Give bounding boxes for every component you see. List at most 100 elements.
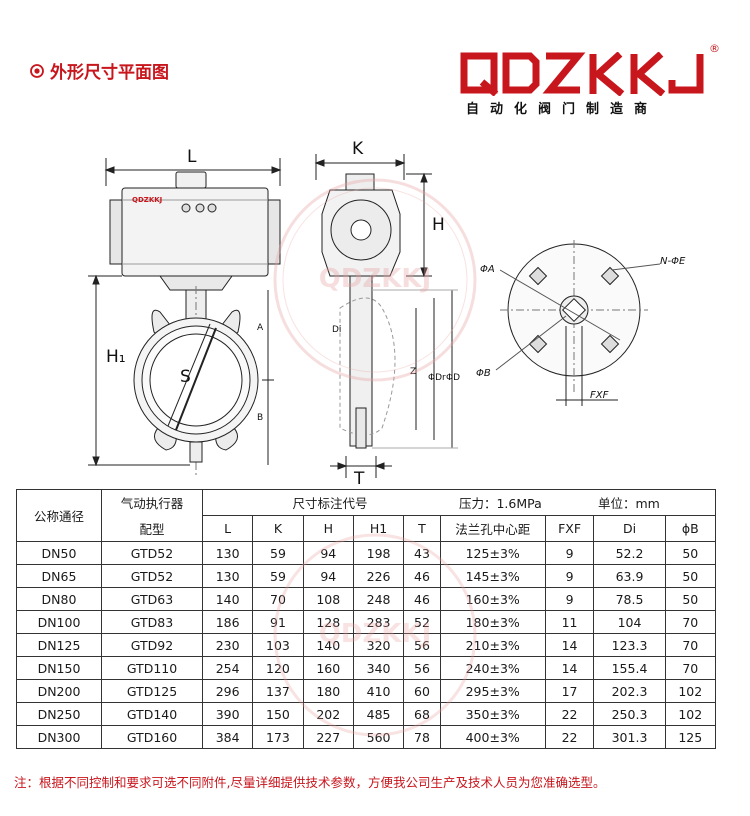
table-cell: 248 — [352, 587, 405, 611]
table-cell: 155.4 — [593, 656, 666, 680]
table-cell: DN150 — [16, 656, 102, 680]
table-cell: GTD160 — [101, 725, 203, 749]
table-cell: 350±3% — [439, 702, 546, 726]
table-cell: 340 — [352, 656, 405, 680]
table-cell: 14 — [544, 656, 595, 680]
label-B: B — [257, 413, 263, 423]
column-header: FXF — [544, 515, 595, 542]
table-cell: 50 — [664, 541, 717, 565]
table-cell: GTD52 — [101, 564, 203, 588]
label-K: K — [352, 139, 364, 159]
table-cell: GTD63 — [101, 587, 203, 611]
table-cell: 56 — [403, 633, 441, 657]
table-cell: 240±3% — [439, 656, 546, 680]
table-cell: 125 — [664, 725, 717, 749]
table-cell: 9 — [544, 587, 595, 611]
table-cell: GTD140 — [101, 702, 203, 726]
side-view — [314, 154, 458, 478]
table-cell: 94 — [302, 541, 354, 565]
table-cell: 130 — [201, 541, 254, 565]
brand-subtitle: 自动化阀门制造商 — [466, 102, 659, 117]
table-cell: GTD83 — [101, 610, 203, 634]
table-cell: 94 — [302, 564, 354, 588]
table-cell: 123.3 — [593, 633, 666, 657]
table-cell: 390 — [201, 702, 254, 726]
table-cell: DN65 — [16, 564, 102, 588]
target-bullet-icon — [30, 63, 44, 78]
table-cell: 128 — [302, 610, 354, 634]
table-cell: GTD125 — [101, 679, 203, 703]
label-Z: Z — [410, 367, 416, 377]
label-FXF: FXF — [590, 390, 609, 401]
table-cell: 120 — [252, 656, 304, 680]
table-cell: GTD110 — [101, 656, 203, 680]
table-cell: 301.3 — [593, 725, 666, 749]
table-cell: 485 — [352, 702, 405, 726]
brand-logo-mark — [460, 52, 704, 96]
column-header: H — [302, 515, 354, 542]
section-header: 外形尺寸平面图 — [30, 58, 169, 83]
header-size-code: 尺寸标注代号 — [292, 496, 368, 511]
table-cell: 198 — [352, 541, 405, 565]
table-cell: 283 — [352, 610, 405, 634]
table-cell: 68 — [403, 702, 441, 726]
table-cell: 226 — [352, 564, 405, 588]
table-cell: 180±3% — [439, 610, 546, 634]
label-A: A — [257, 323, 264, 333]
table-cell: 91 — [252, 610, 304, 634]
column-header: L — [201, 515, 254, 542]
table-cell: 78.5 — [593, 587, 666, 611]
table-cell: 125±3% — [439, 541, 546, 565]
table-cell: DN50 — [16, 541, 102, 565]
table-cell: 254 — [201, 656, 254, 680]
header-actuator-line2: 配型 — [101, 515, 203, 542]
label-phiD: ΦD — [446, 373, 460, 383]
table-cell: 46 — [403, 564, 441, 588]
table-cell: 9 — [544, 564, 595, 588]
table-cell: 46 — [403, 587, 441, 611]
table-cell: 202.3 — [593, 679, 666, 703]
table-cell: 230 — [201, 633, 254, 657]
table-cell: 52.2 — [593, 541, 666, 565]
table-cell: 160 — [302, 656, 354, 680]
header-pressure: 压力：1.6MPa — [458, 496, 542, 511]
table-cell: 60 — [403, 679, 441, 703]
table-cell: 180 — [302, 679, 354, 703]
table-cell: 22 — [544, 702, 595, 726]
brand-logo: ® 自动化阀门制造商 — [460, 42, 720, 117]
label-T: T — [353, 469, 365, 485]
label-L: L — [187, 147, 197, 167]
header-meta: 尺寸标注代号 压力：1.6MPa 单位：mm — [202, 489, 716, 516]
table-cell: 202 — [302, 702, 354, 726]
table-cell: 140 — [201, 587, 254, 611]
table-cell: DN300 — [16, 725, 102, 749]
column-header: Di — [593, 515, 666, 542]
header-unit: 单位：mm — [597, 496, 660, 511]
table-cell: 17 — [544, 679, 595, 703]
table-cell: DN250 — [16, 702, 102, 726]
section-title: 外形尺寸平面图 — [50, 63, 169, 83]
label-phiB: ΦB — [476, 368, 491, 379]
table-cell: 160±3% — [439, 587, 546, 611]
table-cell: 560 — [352, 725, 405, 749]
header-nominal: 公称通径 — [16, 489, 102, 542]
table-cell: 140 — [302, 633, 354, 657]
label-Di: Di — [332, 325, 341, 335]
table-cell: DN200 — [16, 679, 102, 703]
registered-mark: ® — [709, 42, 720, 55]
table-cell: 210±3% — [439, 633, 546, 657]
table-cell: 63.9 — [593, 564, 666, 588]
table-cell: 59 — [252, 564, 304, 588]
table-cell: 70 — [664, 610, 717, 634]
table-cell: 295±3% — [439, 679, 546, 703]
table-cell: 108 — [302, 587, 354, 611]
table-cell: GTD52 — [101, 541, 203, 565]
table-cell: 150 — [252, 702, 304, 726]
front-view — [88, 158, 282, 475]
